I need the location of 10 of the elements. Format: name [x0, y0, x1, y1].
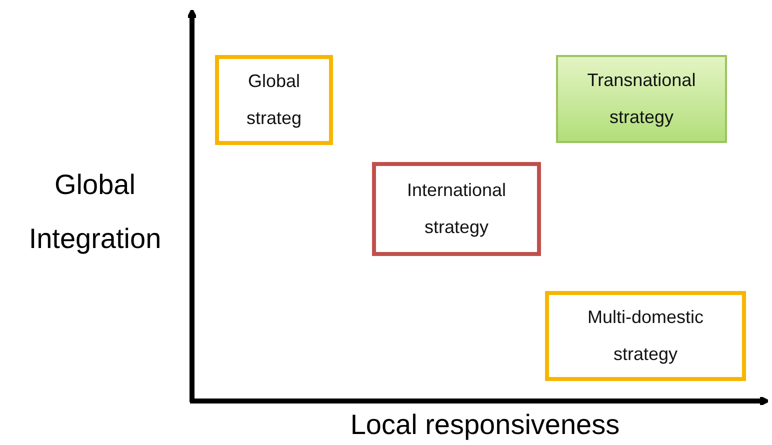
x-axis-label: Local responsiveness	[349, 408, 621, 442]
strategy-box	[545, 291, 746, 381]
box-text: International strategy	[406, 179, 508, 239]
box-text: Multi-domestic strategy	[586, 306, 705, 366]
strategy-box	[215, 55, 333, 145]
strategy-box	[556, 55, 727, 143]
box-text: Transnational strategy	[586, 69, 697, 129]
y-axis-label: Global Integration	[28, 168, 162, 256]
strategy-box	[372, 162, 541, 256]
box-text: Global strateg	[245, 70, 303, 130]
